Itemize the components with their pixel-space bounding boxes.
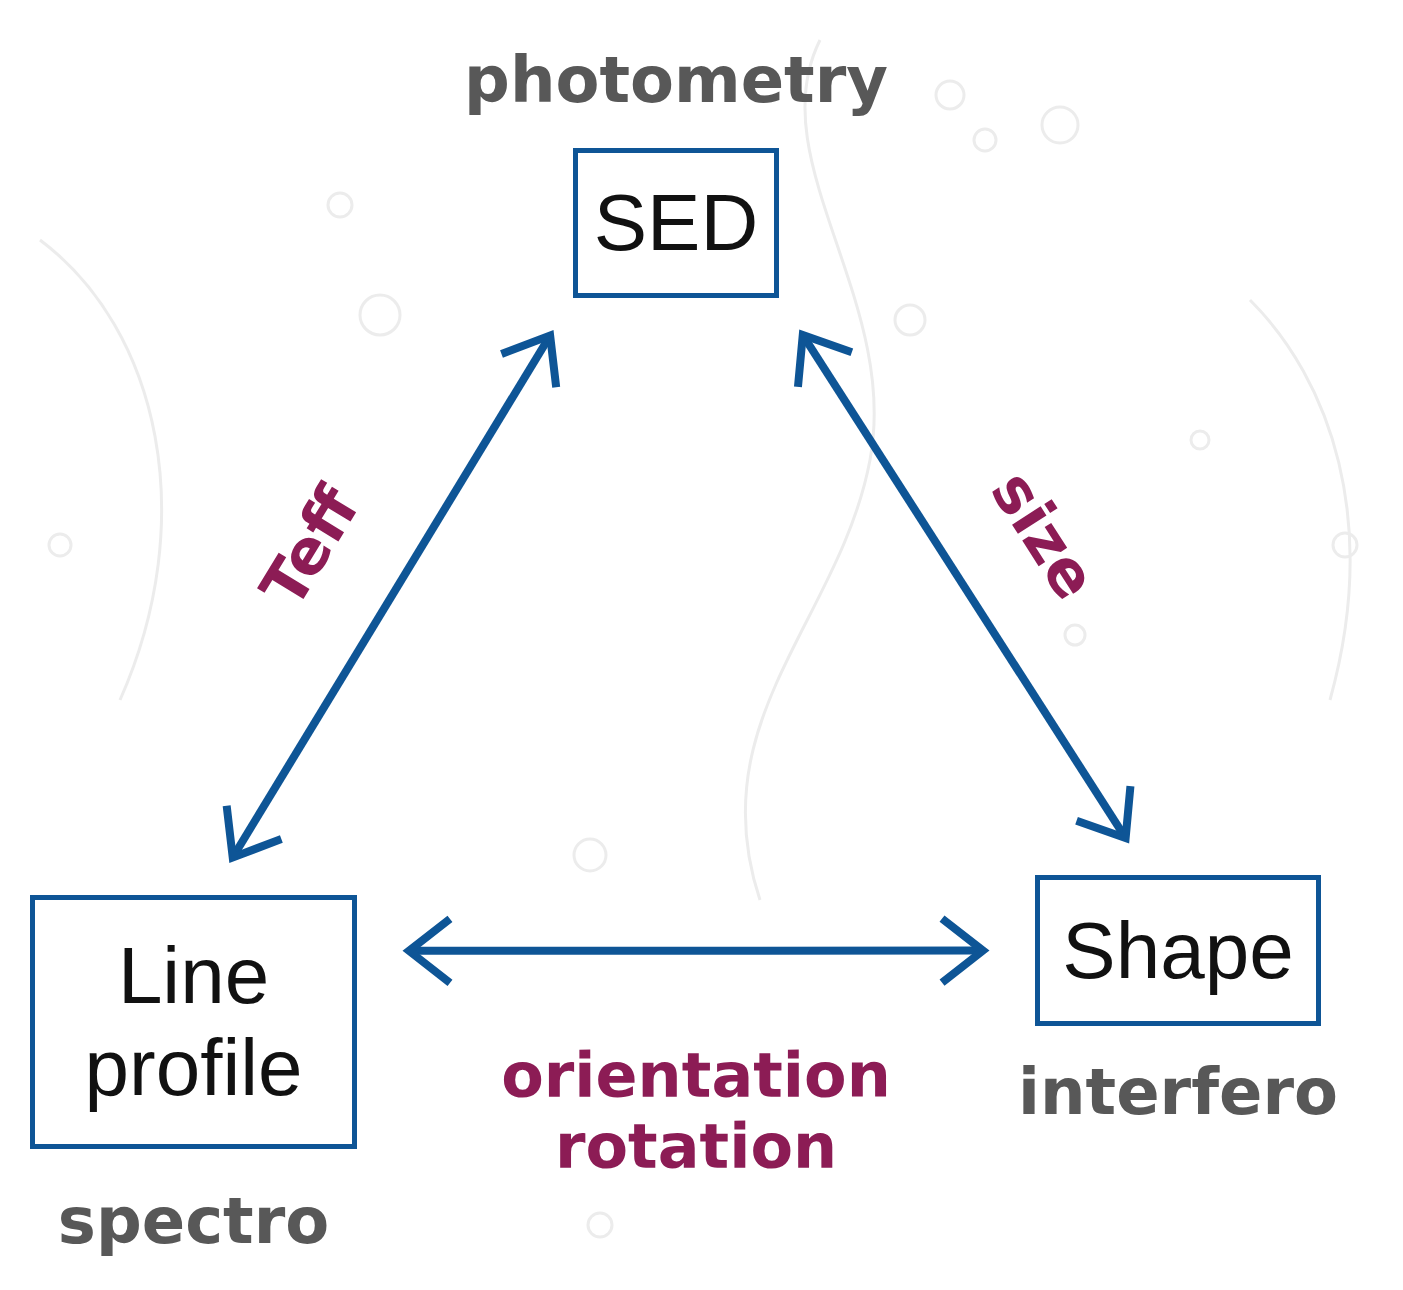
text-box: photometrySED — [573, 148, 779, 298]
arrowhead — [942, 919, 983, 983]
background-star — [360, 295, 400, 335]
edge-label: Teff — [247, 475, 374, 620]
background-star — [574, 839, 606, 871]
arrowhead — [409, 919, 450, 983]
box-label: SED — [590, 177, 762, 269]
background-curve — [40, 240, 162, 700]
arrowhead — [798, 335, 852, 387]
technique-heading: interfero — [1018, 1057, 1338, 1127]
arrowhead — [227, 806, 282, 858]
background-star — [1042, 107, 1078, 143]
background-star — [328, 193, 352, 217]
background-star — [1065, 625, 1085, 645]
text-box: Line profilespectro — [30, 895, 357, 1149]
box-label: Line profile — [47, 930, 340, 1114]
box-label: Shape — [1052, 905, 1304, 997]
text-box: Shapeinterfero — [1035, 875, 1321, 1026]
arrow-shaft — [413, 947, 979, 955]
arrowhead — [1077, 786, 1131, 838]
technique-heading: photometry — [464, 45, 888, 115]
background-star — [1333, 533, 1357, 557]
double-arrow — [227, 336, 557, 858]
edge-label: size — [977, 459, 1111, 612]
heading-holder: spectro — [58, 1186, 329, 1256]
arrow-shaft — [805, 338, 1124, 834]
background-star — [895, 305, 925, 335]
heading-holder: interfero — [1018, 1057, 1338, 1127]
background-star — [936, 81, 964, 109]
double-arrow — [409, 919, 983, 983]
heading-holder: photometry — [464, 45, 888, 115]
background-star — [1191, 431, 1209, 449]
arrowhead — [501, 336, 556, 388]
background-star — [588, 1213, 612, 1237]
background-star — [974, 129, 996, 151]
edge-label: orientation rotation — [436, 1039, 956, 1182]
double-arrow — [798, 335, 1130, 838]
technique-heading: spectro — [58, 1186, 329, 1256]
background-star — [49, 534, 71, 556]
arrow-shaft — [235, 339, 548, 854]
background-curve — [1250, 300, 1350, 700]
